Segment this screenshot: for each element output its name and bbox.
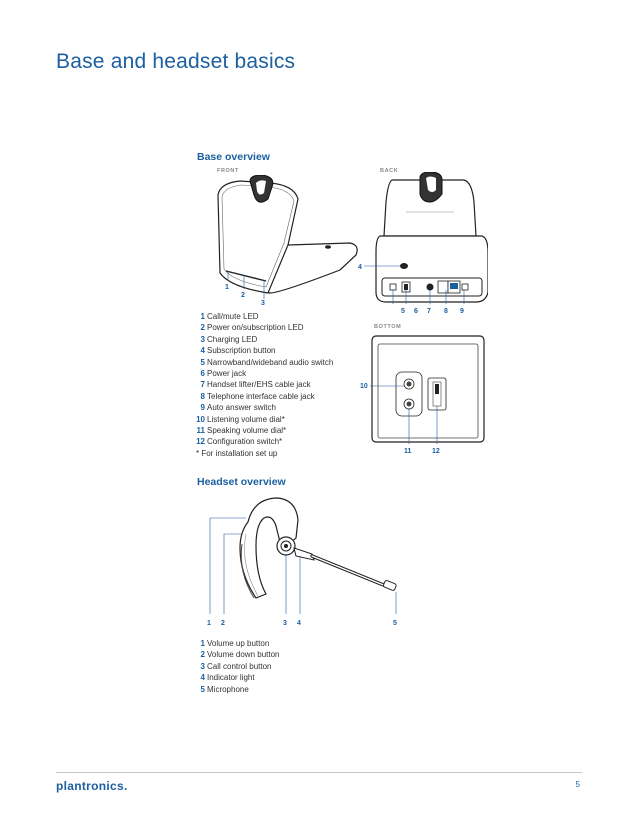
- headset-callout-4: 4: [297, 620, 301, 627]
- base-bottom-illustration: 10 11 12: [360, 335, 485, 455]
- callout-5: 5: [401, 308, 405, 315]
- callout-8: 8: [444, 308, 448, 315]
- front-label: FRONT: [217, 168, 239, 174]
- callout-12: 12: [432, 448, 440, 455]
- callout-10: 10: [360, 383, 368, 390]
- callout-2: 2: [241, 292, 245, 299]
- bottom-label: BOTTOM: [374, 324, 402, 330]
- callout-4: 4: [358, 264, 362, 271]
- plantronics-logo: plantronics.: [56, 779, 128, 793]
- headset-callout-5: 5: [393, 620, 397, 627]
- footer-divider: [56, 772, 582, 773]
- base-overview-heading: Base overview: [197, 151, 270, 163]
- headset-callout-1: 1: [207, 620, 211, 627]
- callout-11: 11: [404, 448, 412, 455]
- page-title: Base and headset basics: [56, 50, 296, 73]
- callout-7: 7: [427, 308, 431, 315]
- back-label: BACK: [380, 168, 399, 174]
- page-number: 5: [575, 780, 580, 789]
- legend-note: * For installation set up: [196, 448, 278, 458]
- callout-1: 1: [225, 284, 229, 291]
- headset-callout-3: 3: [283, 620, 287, 627]
- base-front-illustration: 1 2 3: [217, 175, 358, 305]
- headset-callout-2: 2: [221, 620, 225, 627]
- callout-6: 6: [414, 308, 418, 315]
- callout-3: 3: [261, 300, 265, 305]
- headset-overview-heading: Headset overview: [197, 476, 286, 488]
- callout-9: 9: [460, 308, 464, 315]
- base-back-illustration: 4 5 6 7 8 9: [358, 172, 488, 315]
- headset-illustration: 1 2 3 4 5: [207, 497, 397, 627]
